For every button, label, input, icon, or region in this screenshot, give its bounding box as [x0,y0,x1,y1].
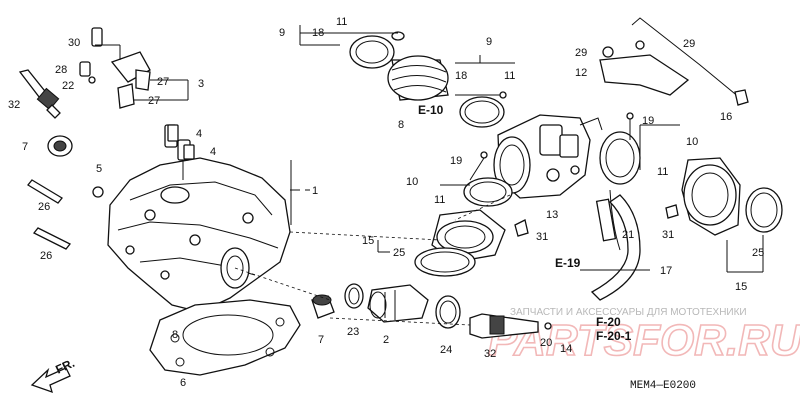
bracket-and-cable [599,17,749,106]
insulator-lower [414,209,529,277]
studs [27,179,104,250]
callout-19b: 19 [642,115,654,127]
spark-plug-right [469,313,552,339]
callout-32a: 32 [8,99,20,111]
front-direction-label: FR. [53,356,76,377]
callout-30: 30 [68,37,80,49]
callout-25a: 25 [393,247,405,259]
ref-f20-1: F-20-1 [596,329,632,343]
callout-20: 20 [540,337,552,349]
callout-22: 22 [62,80,74,92]
callout-11c: 11 [434,194,445,206]
watermark: PARTSFOR.RU ЗАПЧАСТИ И АКСЕССУАРЫ ДЛЯ МО… [487,307,800,366]
leader-lines [290,25,764,273]
callout-26b: 26 [40,250,52,262]
insulator-rear [665,157,783,236]
callout-29b: 29 [683,38,695,50]
clamp-center [455,91,507,128]
diagram-code: MEM4—E0200 [630,380,696,392]
callout-29a: 29 [575,47,587,59]
watermark-logo: PARTSFOR.RU [488,316,800,365]
spark-plug-left [18,69,61,119]
clamp-throttle-left [463,151,513,207]
callout-31a: 31 [536,231,548,243]
callout-26a: 26 [38,201,50,213]
assembly-guidelines [234,194,511,326]
part-callouts: 30 28 22 27 27 3 32 7 5 4 4 1 26 26 8 6 … [8,16,764,389]
plug-cap-left [47,135,73,157]
callout-18a: 18 [312,27,324,39]
ref-f20: F-20 [596,315,621,329]
callout-15b: 15 [735,281,747,293]
callout-23: 23 [347,326,359,338]
callout-6: 6 [180,377,186,389]
callout-16: 16 [720,111,732,123]
callout-25b: 25 [752,247,764,259]
ref-e19: E-19 [555,256,581,270]
callout-13: 13 [546,209,558,221]
ref-e10: E-10 [418,103,444,117]
callout-3: 3 [198,78,204,90]
callout-2: 2 [383,334,389,346]
clamp-right [599,112,641,185]
o-ring-23 [344,283,364,309]
callout-18b: 18 [455,70,467,82]
callout-10a: 10 [406,176,418,188]
callout-4a: 4 [196,128,202,140]
callout-5: 5 [96,163,102,175]
callout-4b: 4 [210,146,216,158]
callout-7a: 7 [22,141,28,153]
cylinder-head [107,124,291,313]
callout-32b: 32 [484,348,496,360]
callout-14: 14 [560,343,572,355]
callout-10b: 10 [686,136,698,148]
rocker-arm-assembly [79,27,189,109]
valve-cap [311,294,335,319]
callout-12: 12 [575,67,587,79]
callout-28: 28 [55,64,67,76]
watermark-caption: ЗАПЧАСТИ И АКСЕССУАРЫ ДЛЯ МОТОТЕХНИКИ [510,307,747,318]
callout-9b: 9 [486,36,492,48]
insulator-upper [330,31,449,101]
callout-31b: 31 [662,229,674,241]
callout-1: 1 [312,185,318,197]
callout-27b: 27 [148,95,160,107]
dowel-pins [167,124,195,160]
callout-21: 21 [622,229,634,241]
callout-11a: 11 [336,16,347,28]
throttle-body [493,114,603,199]
head-gasket [149,299,301,376]
callout-8a: 8 [172,329,178,341]
callout-8b: 8 [398,119,404,131]
callout-11b: 11 [504,70,515,82]
callout-24: 24 [440,344,452,356]
front-direction-arrow: FR. [30,356,77,394]
callout-11d: 11 [657,166,668,178]
callout-15a: 15 [362,235,374,247]
callout-7b: 7 [318,334,324,346]
callout-27a: 27 [157,76,169,88]
callout-17: 17 [660,265,672,277]
breather-tube [590,189,641,301]
callout-9a: 9 [279,27,285,39]
callout-19a: 19 [450,155,462,167]
o-ring-24 [435,295,461,329]
plug-tube [367,284,429,323]
